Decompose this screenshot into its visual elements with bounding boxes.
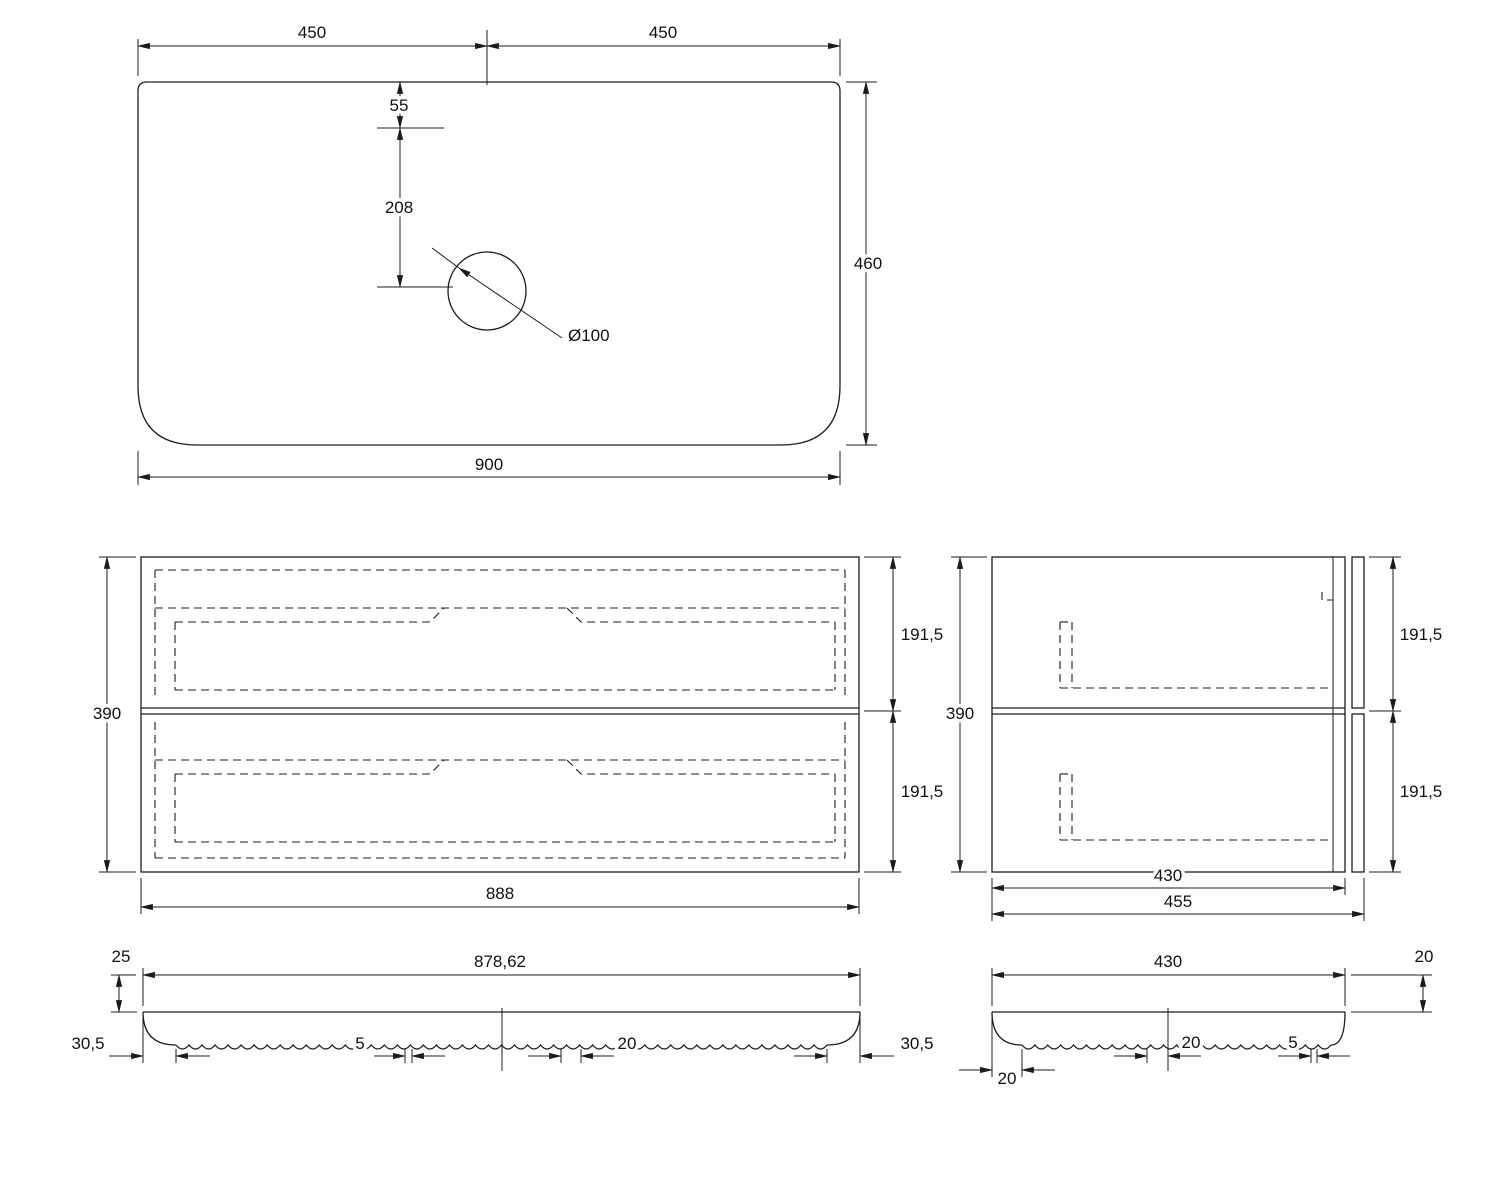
side-view: 390 191,5 191,5 430 455	[942, 555, 1446, 921]
dim-55-label: 55	[390, 96, 409, 115]
side-depth-carcass-label: 430	[1154, 866, 1182, 885]
panel-thickness-label: 25	[112, 947, 131, 966]
panel-end-left-label: 30,5	[71, 1034, 104, 1053]
side-panel-end-left-label: 20	[998, 1069, 1017, 1088]
side-view-dimensions	[951, 555, 1401, 921]
top-view: 450 450 55 208 Ø100 460 900	[136, 20, 886, 485]
front-width-label: 888	[486, 884, 514, 903]
side-notch	[1321, 592, 1333, 601]
dim-460-label: 460	[854, 254, 882, 273]
side-drawer-top-label: 191,5	[1400, 625, 1443, 644]
front-view: 390 191,5 191,5 888	[89, 555, 947, 914]
front-drawer-bottom-label: 191,5	[901, 782, 944, 801]
front-panel-profile: 878,62 25 30,5 5 20 30,5	[68, 944, 937, 1071]
side-view-hidden-lines	[1059, 621, 1333, 841]
faucet-hole	[447, 251, 527, 331]
front-height-label: 390	[93, 704, 121, 723]
dim-900-label: 900	[475, 455, 503, 474]
panel-flute-gap-label: 5	[355, 1034, 364, 1053]
side-panel-thickness-label: 20	[1415, 947, 1434, 966]
front-panel-top-edge	[1351, 556, 1365, 709]
side-drawer-bottom-label: 191,5	[1400, 782, 1443, 801]
side-height-label: 390	[946, 704, 974, 723]
panel-flute-pitch-label: 20	[618, 1034, 637, 1053]
side-panel-right-end	[1330, 1011, 1346, 1046]
front-view-dimensions	[99, 555, 901, 914]
panel-right-end	[826, 1011, 861, 1046]
front-panel-bottom-edge	[1351, 713, 1365, 873]
countertop-outline	[137, 81, 841, 446]
panel-left-end	[142, 1011, 177, 1046]
dim-450-right-label: 450	[649, 23, 677, 42]
dim-450-left-label: 450	[298, 23, 326, 42]
side-panel-fluted-edge	[1021, 1043, 1332, 1050]
side-panel-left-end	[991, 1011, 1023, 1046]
side-panel-length-label: 430	[1154, 952, 1182, 971]
front-panel-dimensions	[109, 968, 894, 1063]
side-panel-dimensions	[959, 968, 1432, 1077]
dim-208-label: 208	[385, 198, 413, 217]
top-view-dimensions	[136, 30, 877, 485]
side-panel-flute-pitch-label: 20	[1182, 1033, 1201, 1052]
side-panel-flute-gap-label: 5	[1288, 1033, 1297, 1052]
front-view-hidden-lines	[154, 569, 846, 859]
side-depth-total-label: 455	[1164, 892, 1192, 911]
panel-end-right-label: 30,5	[900, 1034, 933, 1053]
panel-length-label: 878,62	[474, 952, 526, 971]
dim-hole-diameter-label: Ø100	[568, 326, 610, 345]
front-drawer-top-label: 191,5	[901, 625, 944, 644]
side-panel-profile: 430 20 20 20 5	[959, 944, 1437, 1092]
